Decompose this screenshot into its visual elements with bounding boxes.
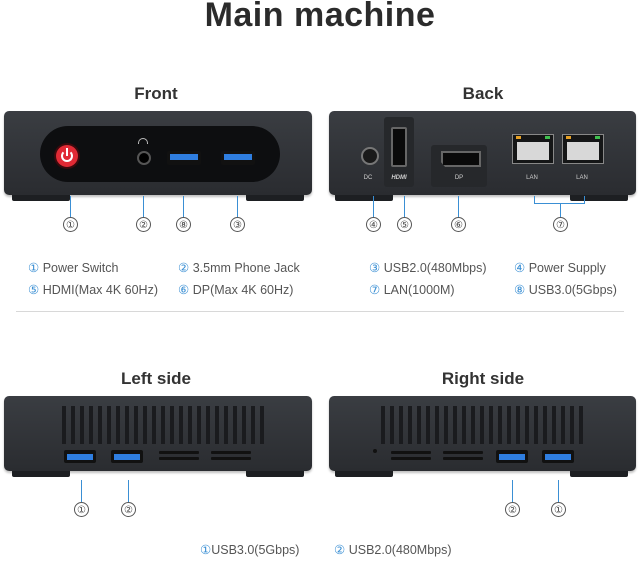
page-title: Main machine [204,0,436,34]
lan-port-2[interactable] [562,134,604,164]
usb3-port-front-1[interactable] [167,151,201,165]
vent-grille [381,406,585,444]
audio-jack[interactable] [137,151,151,165]
legend-item: ④ Power Supply [514,261,606,275]
back-heading: Back [462,84,504,103]
headphone-icon [138,138,148,144]
legend-item: ① Power Switch [28,261,119,275]
usb3-port-right[interactable] [542,450,574,463]
lan-label-2: LAN [576,175,588,181]
callout-left-1: ① [74,502,89,517]
dc-jack[interactable] [361,147,379,165]
callout-right-2: ② [505,502,520,517]
right-side-heading: Right side [441,369,525,388]
callout-right-1: ① [551,502,566,517]
hdmi-label: HDMI [391,175,407,181]
vent-grille [62,406,264,444]
left-side-heading: Left side [121,369,191,388]
callout-back-4: ④ [366,217,381,232]
callout-front-8: ⑧ [176,217,191,232]
dp-label: DP [454,175,464,181]
callout-left-2: ② [121,502,136,517]
back-view: DC HDMI DP LAN LAN [329,111,636,195]
legend-item: ⑦ LAN(1000M) [369,283,455,297]
legend-item: ⑧ USB3.0(5Gbps) [514,283,617,297]
legend-item: ② 3.5mm Phone Jack [178,261,300,275]
legend-item: ② USB2.0(480Mbps) [334,543,452,557]
legend-item: ⑤ HDMI(Max 4K 60Hz) [28,283,158,297]
usb2-port-left[interactable] [111,450,143,463]
callout-back-5: ⑤ [397,217,412,232]
left-side-view [4,396,312,471]
callout-back-7: ⑦ [553,217,568,232]
dp-port[interactable] [441,151,481,167]
divider [16,311,624,312]
lan-label-1: LAN [526,175,538,181]
callout-back-6: ⑥ [451,217,466,232]
hdmi-port[interactable] [391,127,407,167]
legend-item: ③ USB2.0(480Mbps) [369,261,487,275]
dc-label: DC [363,175,373,181]
legend-item: ①USB3.0(5Gbps) [200,543,300,557]
legend-item: ⑥ DP(Max 4K 60Hz) [178,283,294,297]
power-icon [61,150,73,162]
front-view [4,111,312,195]
callout-front-2: ② [136,217,151,232]
lan-port-1[interactable] [512,134,554,164]
usb2-port-right[interactable] [496,450,528,463]
callout-front-3: ③ [230,217,245,232]
right-side-view [329,396,636,471]
reset-hole [373,449,377,453]
usb3-port-left[interactable] [64,450,96,463]
front-heading: Front [134,84,178,103]
power-button[interactable] [56,145,78,167]
usb2-port-front[interactable] [221,151,255,165]
callout-front-1: ① [63,217,78,232]
